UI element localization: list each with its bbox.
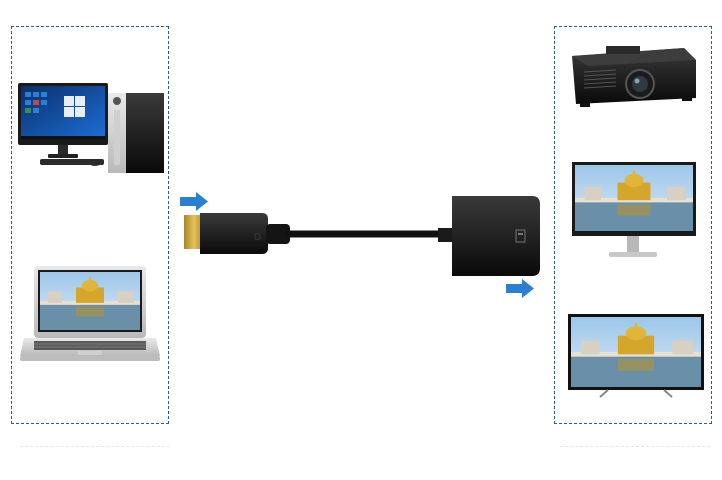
desktop-computer-icon [18, 83, 164, 173]
monitor-icon [572, 162, 696, 257]
faint-divider [560, 446, 710, 448]
laptop-icon [20, 266, 160, 361]
displayport-plug-icon: D [184, 213, 290, 254]
target-devices-frame [554, 26, 712, 424]
faint-divider [20, 446, 170, 448]
source-devices-frame [11, 26, 169, 424]
dp-logo-mark: D [254, 232, 261, 243]
vga-adapter-icon [438, 196, 540, 276]
projector-icon [572, 46, 696, 107]
arrow-right-icon [180, 192, 208, 211]
arrow-right-icon [506, 279, 534, 298]
tv-icon [568, 314, 704, 398]
